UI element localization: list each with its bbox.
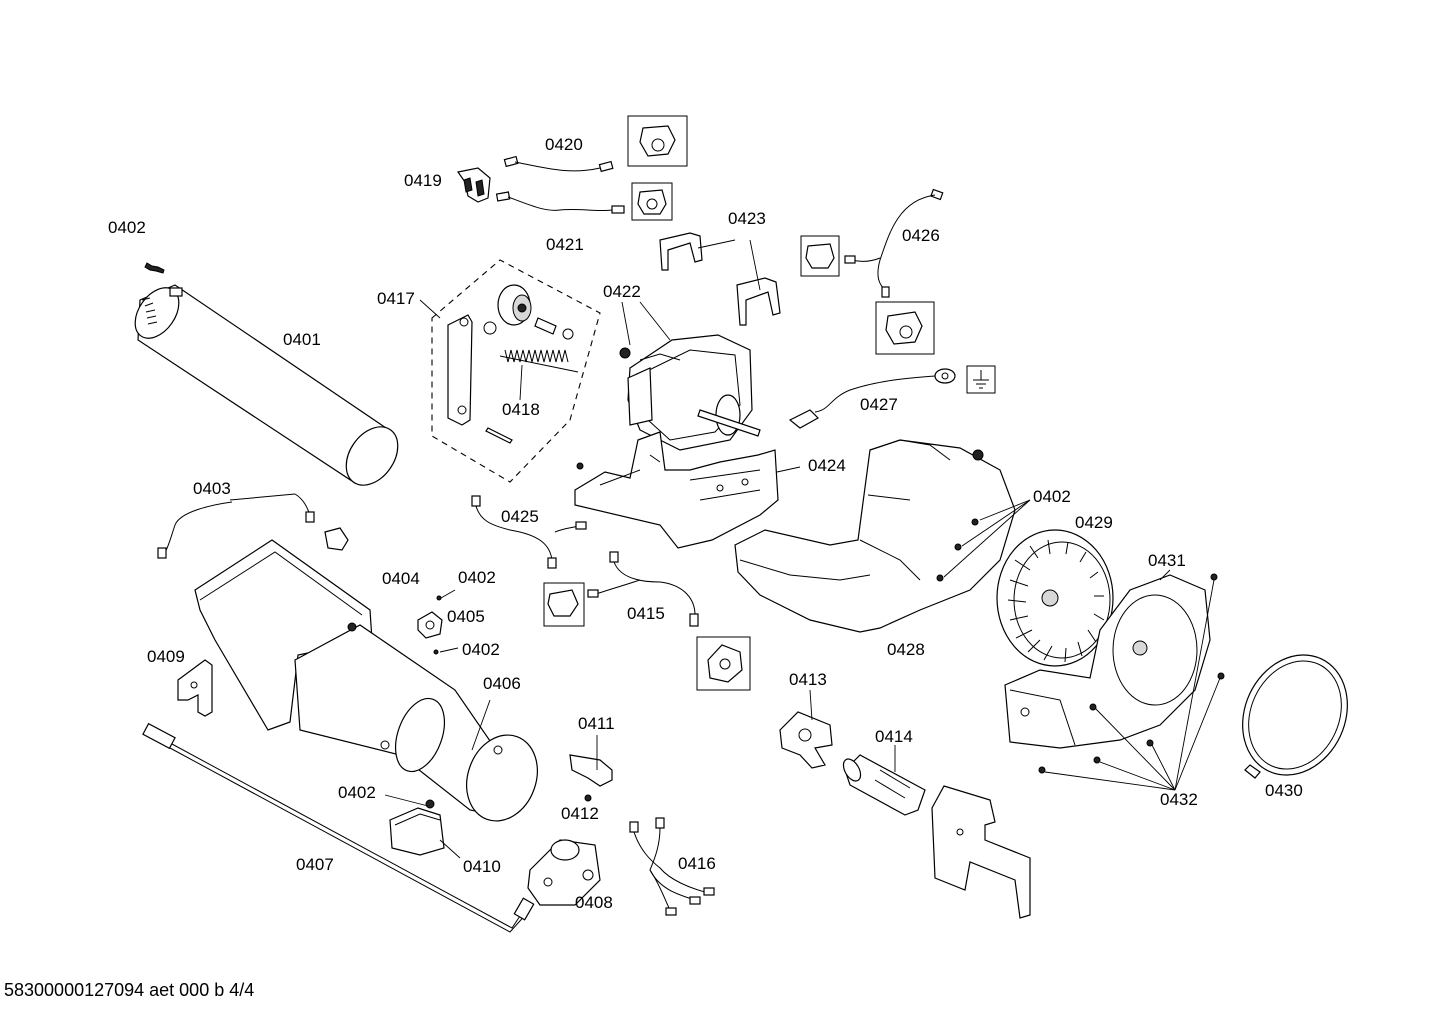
inset-box-0425 (543, 582, 585, 627)
label-0422: 0422 (603, 282, 641, 301)
part-0429-fan (996, 529, 1114, 667)
part-0419-bracket (456, 167, 491, 203)
part-0409-bracket (177, 659, 213, 717)
label-0412: 0412 (561, 804, 599, 823)
label-0402: 0402 (462, 640, 500, 659)
part-0424-bracket (574, 431, 779, 549)
label-0420: 0420 (545, 135, 583, 154)
part-0405-thermostat (417, 595, 443, 655)
label-0403: 0403 (193, 479, 231, 498)
label-0402: 0402 (458, 568, 496, 587)
inset-box-0415 (696, 636, 751, 691)
label-0421: 0421 (546, 235, 584, 254)
label-0406: 0406 (483, 674, 521, 693)
label-0423: 0423 (728, 209, 766, 228)
part-0407-pipe (142, 722, 535, 933)
label-0429: 0429 (1075, 513, 1113, 532)
part-0406-burner (194, 539, 538, 822)
label-0419: 0419 (404, 171, 442, 190)
label-0415: 0415 (627, 604, 665, 623)
ground-symbol-box (966, 365, 996, 394)
inset-box-0420 (627, 115, 688, 167)
label-0430: 0430 (1265, 781, 1303, 800)
label-0432: 0432 (1160, 790, 1198, 809)
label-0424: 0424 (808, 456, 846, 475)
label-0431: 0431 (1148, 551, 1186, 570)
wire-0427 (788, 368, 956, 429)
part-0423-clips (659, 232, 781, 326)
screw-0402-a (144, 262, 165, 274)
wire-0420 (503, 155, 614, 173)
label-0404: 0404 (382, 569, 420, 588)
label-0407: 0407 (296, 855, 334, 874)
label-0409: 0409 (147, 647, 185, 666)
part-bracket-lower-right (931, 785, 1031, 919)
part-0410-block (389, 799, 445, 856)
part-0417-group (431, 259, 601, 483)
label-0428: 0428 (887, 640, 925, 659)
inset-box-0421 (631, 182, 673, 221)
part-0414-igniter (842, 745, 926, 816)
part-0422-motor (619, 334, 761, 451)
label-0401: 0401 (283, 330, 321, 349)
part-0413-bracket (779, 689, 833, 769)
label-0427: 0427 (860, 395, 898, 414)
label-0405: 0405 (447, 607, 485, 626)
part-0430-ring (1242, 654, 1348, 779)
document-id-footer: 58300000127094 aet 000 b 4/4 (4, 980, 255, 1000)
label-0414: 0414 (875, 727, 913, 746)
label-0402: 0402 (338, 783, 376, 802)
wire-0425 (471, 495, 587, 569)
label-0410: 0410 (463, 857, 501, 876)
label-0402: 0402 (108, 218, 146, 237)
label-0426: 0426 (902, 226, 940, 245)
wire-0403 (157, 493, 349, 559)
wire-0415 (587, 551, 699, 627)
wire-0416 (629, 817, 715, 916)
part-0428-blower-housing (734, 439, 1016, 633)
label-0413: 0413 (789, 670, 827, 689)
label-0418: 0418 (502, 400, 540, 419)
part-0408-valve (527, 839, 601, 906)
part-0401-tube (134, 284, 399, 486)
label-0408: 0408 (575, 893, 613, 912)
inset-box-0426-a (800, 235, 840, 277)
inset-box-0426-b (875, 301, 935, 355)
label-0416: 0416 (678, 854, 716, 873)
label-0411: 0411 (578, 714, 615, 733)
wire-0426 (844, 188, 944, 298)
label-0417: 0417 (377, 289, 415, 308)
label-0425: 0425 (501, 507, 539, 526)
part-0411-bracket (569, 735, 613, 802)
label-0402: 0402 (1033, 487, 1071, 506)
wire-0421 (495, 191, 625, 214)
